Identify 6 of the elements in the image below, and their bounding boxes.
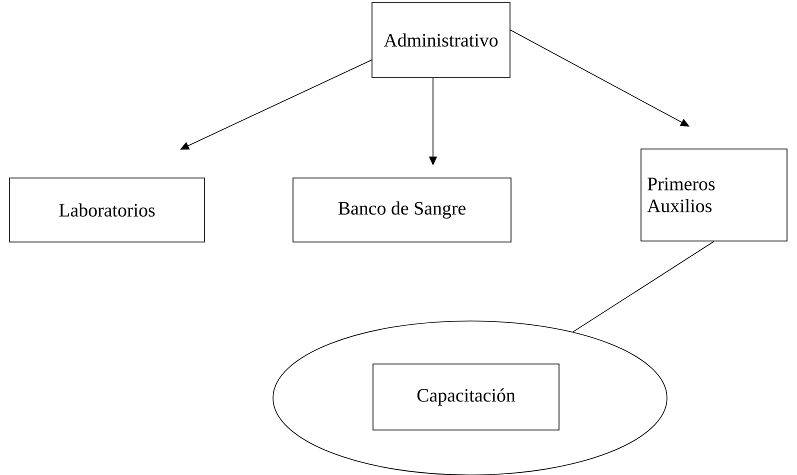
process-box: Laboratorios bbox=[9, 178, 205, 242]
process-box: Capacitación bbox=[372, 364, 560, 430]
process-box: Primeros Auxilios bbox=[640, 148, 788, 242]
connector-line bbox=[572, 240, 714, 332]
process-box: Banco de Sangre bbox=[292, 178, 512, 242]
process-box: Administrativo bbox=[372, 2, 510, 78]
